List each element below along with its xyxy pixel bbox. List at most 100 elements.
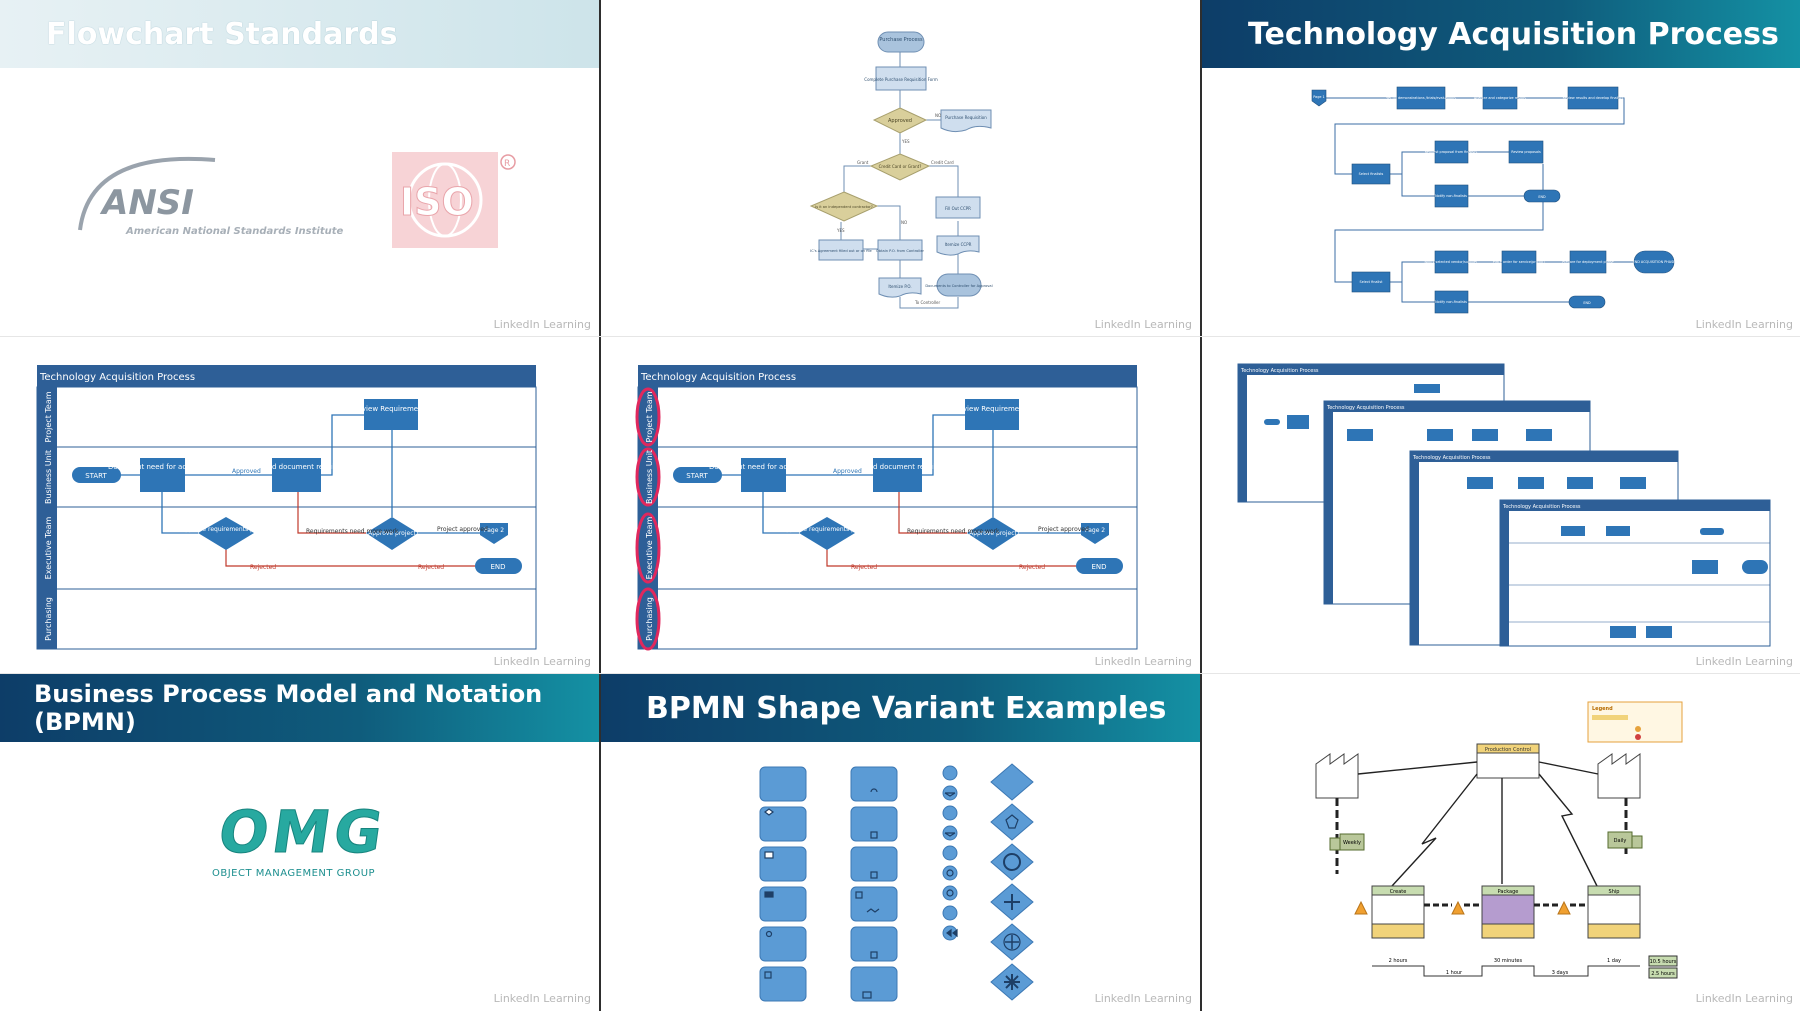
node-page-2: Page 2 [480, 523, 508, 544]
node-analyze-results [1482, 86, 1518, 110]
svg-text:Document need for acquisition: Document need for acquisition [108, 463, 216, 471]
svg-text:Fill Out CCPR: Fill Out CCPR [945, 206, 971, 211]
svg-text:Notify selected vendor/supplie: Notify selected vendor/supplier [1424, 260, 1478, 264]
svg-text:Itemize CCPR: Itemize CCPR [945, 242, 972, 247]
node-approved-decision: Approved [872, 107, 928, 134]
watermark: LinkedIn Learning [493, 992, 591, 1005]
lane-project-team: Project Team [44, 391, 53, 442]
svg-text:Place order for service/produc: Place order for service/product [1493, 260, 1546, 264]
svg-text:Grant: Grant [857, 160, 869, 165]
tile-swimlane-2: Technology Acquisition Process Project T… [601, 337, 1200, 674]
node-review-requirements: Review Requirements [954, 399, 1030, 430]
process-create: Create [1371, 885, 1425, 939]
svg-text:Research and document requirem: Research and document requirements [229, 463, 363, 471]
lane-highlights [635, 387, 661, 651]
node-itemize-ccpr: Itemize CCPR [936, 235, 980, 256]
svg-text:Purchase Requisition: Purchase Requisition [945, 115, 987, 120]
svg-text:To Controller: To Controller [914, 300, 941, 305]
svg-text:END: END [490, 563, 505, 571]
svg-text:Notify non-finalists: Notify non-finalists [1435, 194, 1467, 198]
svg-text:Daily: Daily [1614, 838, 1627, 844]
svg-text:Select finalist: Select finalist [1360, 280, 1384, 284]
svg-text:Production Control: Production Control [1485, 747, 1531, 753]
svg-text:Review results and develop fin: Review results and develop finalists [1563, 96, 1624, 100]
node-set-up-demos [1396, 86, 1446, 110]
push-arrows [1335, 798, 1628, 874]
swimlane-header [37, 365, 536, 387]
node-select-finalists [1351, 163, 1391, 185]
svg-text:Package: Package [1498, 889, 1519, 895]
svg-text:START: START [85, 472, 107, 480]
svg-text:Page 2: Page 2 [1085, 527, 1105, 534]
tile-tech-acquisition-flow: Technology Acquisition Process [1202, 0, 1800, 337]
standards-logos: ANSI American National Standards Institu… [78, 152, 516, 248]
divider [1200, 0, 1202, 1011]
svg-text:10.5 hours: 10.5 hours [1650, 959, 1677, 965]
svg-text:NO: NO [901, 220, 907, 225]
node-notify-selected [1434, 250, 1469, 274]
svg-text:ANSI: ANSI [99, 183, 194, 223]
tile-value-stream-map: Legend Production Control [1202, 674, 1800, 1011]
node-approve-requirements: Approve requirements project [181, 517, 272, 550]
svg-text:Approve project: Approve project [368, 530, 416, 537]
svg-text:Legend: Legend [1592, 706, 1613, 712]
svg-text:OMG: OMG [215, 798, 391, 866]
lane-executive-team: Executive Team [645, 516, 654, 579]
divider [599, 0, 601, 1011]
svg-text:Weekly: Weekly [1343, 840, 1361, 846]
tile-title: Business Process Model and Notation (BPM… [34, 680, 543, 736]
subprocess-shape [850, 966, 898, 1002]
event-circle [942, 845, 958, 861]
node-research: Research and document requirements [830, 458, 964, 492]
node-end: END [475, 558, 522, 574]
svg-text:Technology Acquisition Process: Technology Acquisition Process [1412, 455, 1491, 461]
process-package: Package [1481, 885, 1535, 939]
svg-text:American National Standards In: American National Standards Institute [125, 226, 344, 237]
tile-title: BPMN Shape Variant Examples [646, 690, 1167, 726]
event-circle [942, 765, 958, 781]
node-review-proposals [1508, 140, 1544, 164]
lane-business-unit: Business Unit [44, 450, 53, 504]
tile-swimlane-1: Technology Acquisition Process Project T… [0, 337, 599, 674]
node-purchase-requisition: Purchase Requisition [940, 109, 992, 133]
lane-executive-team: Executive Team [44, 516, 53, 579]
banner: BPMN Shape Variant Examples [601, 674, 1200, 742]
task-shape [759, 806, 807, 842]
iso-logo: ISO R [392, 152, 516, 248]
svg-text:Approve project: Approve project [969, 530, 1017, 537]
svg-text:Purchase Process: Purchase Process [879, 37, 923, 43]
swimlane-header-label: Technology Acquisition Process [39, 372, 195, 383]
value-stream-map: Legend Production Control [1315, 701, 1683, 979]
svg-text:Requirements need more work: Requirements need more work [306, 528, 399, 535]
watermark: LinkedIn Learning [1695, 318, 1793, 331]
subprocess-shape [850, 806, 898, 842]
node-end-1 [1523, 189, 1561, 203]
watermark: LinkedIn Learning [1094, 655, 1192, 668]
svg-text:END: END [1538, 195, 1546, 199]
tile-title: Flowchart Standards [46, 16, 398, 52]
svg-text:Documents to Controller for Ap: Documents to Controller for Approval [925, 284, 992, 288]
node-end-acquisition [1633, 250, 1675, 274]
event-circle [942, 865, 958, 881]
svg-text:Project approved: Project approved [1038, 526, 1089, 533]
lane-project-team: Project Team [645, 391, 654, 442]
node-fill-ccpr: Fill Out CCPR [935, 196, 981, 219]
node-review-requirements: Review Requirements [353, 399, 429, 430]
svg-text:Technology Acquisition Process: Technology Acquisition Process [1240, 368, 1319, 374]
svg-text:Request proposal from finalist: Request proposal from finalists [1425, 150, 1478, 154]
tile-stacked-pages: Technology Acquisition Process Technolog… [1202, 337, 1800, 674]
svg-text:30 minutes: 30 minutes [1494, 958, 1523, 964]
swimlane-diagram-highlighted: Technology Acquisition Process Project T… [635, 365, 1138, 651]
task-shape [759, 766, 807, 802]
node-approve-project: Approve project [967, 517, 1019, 550]
svg-text:Rejected: Rejected [1019, 564, 1045, 571]
svg-text:2 hours: 2 hours [1389, 958, 1408, 964]
node-credit-or-grant: Credit Card or Grant? [869, 153, 931, 181]
svg-text:Document need for acquisition: Document need for acquisition [709, 463, 817, 471]
svg-text:YES: YES [901, 139, 910, 144]
node-notify-non-finalists-2 [1434, 290, 1469, 314]
svg-text:Approved: Approved [888, 118, 912, 124]
swimlane-header-label: Technology Acquisition Process [640, 372, 796, 383]
tile-bpmn-variants: BPMN Shape Variant Examples [601, 674, 1200, 1011]
svg-text:Requirements need more work: Requirements need more work [907, 528, 1000, 535]
